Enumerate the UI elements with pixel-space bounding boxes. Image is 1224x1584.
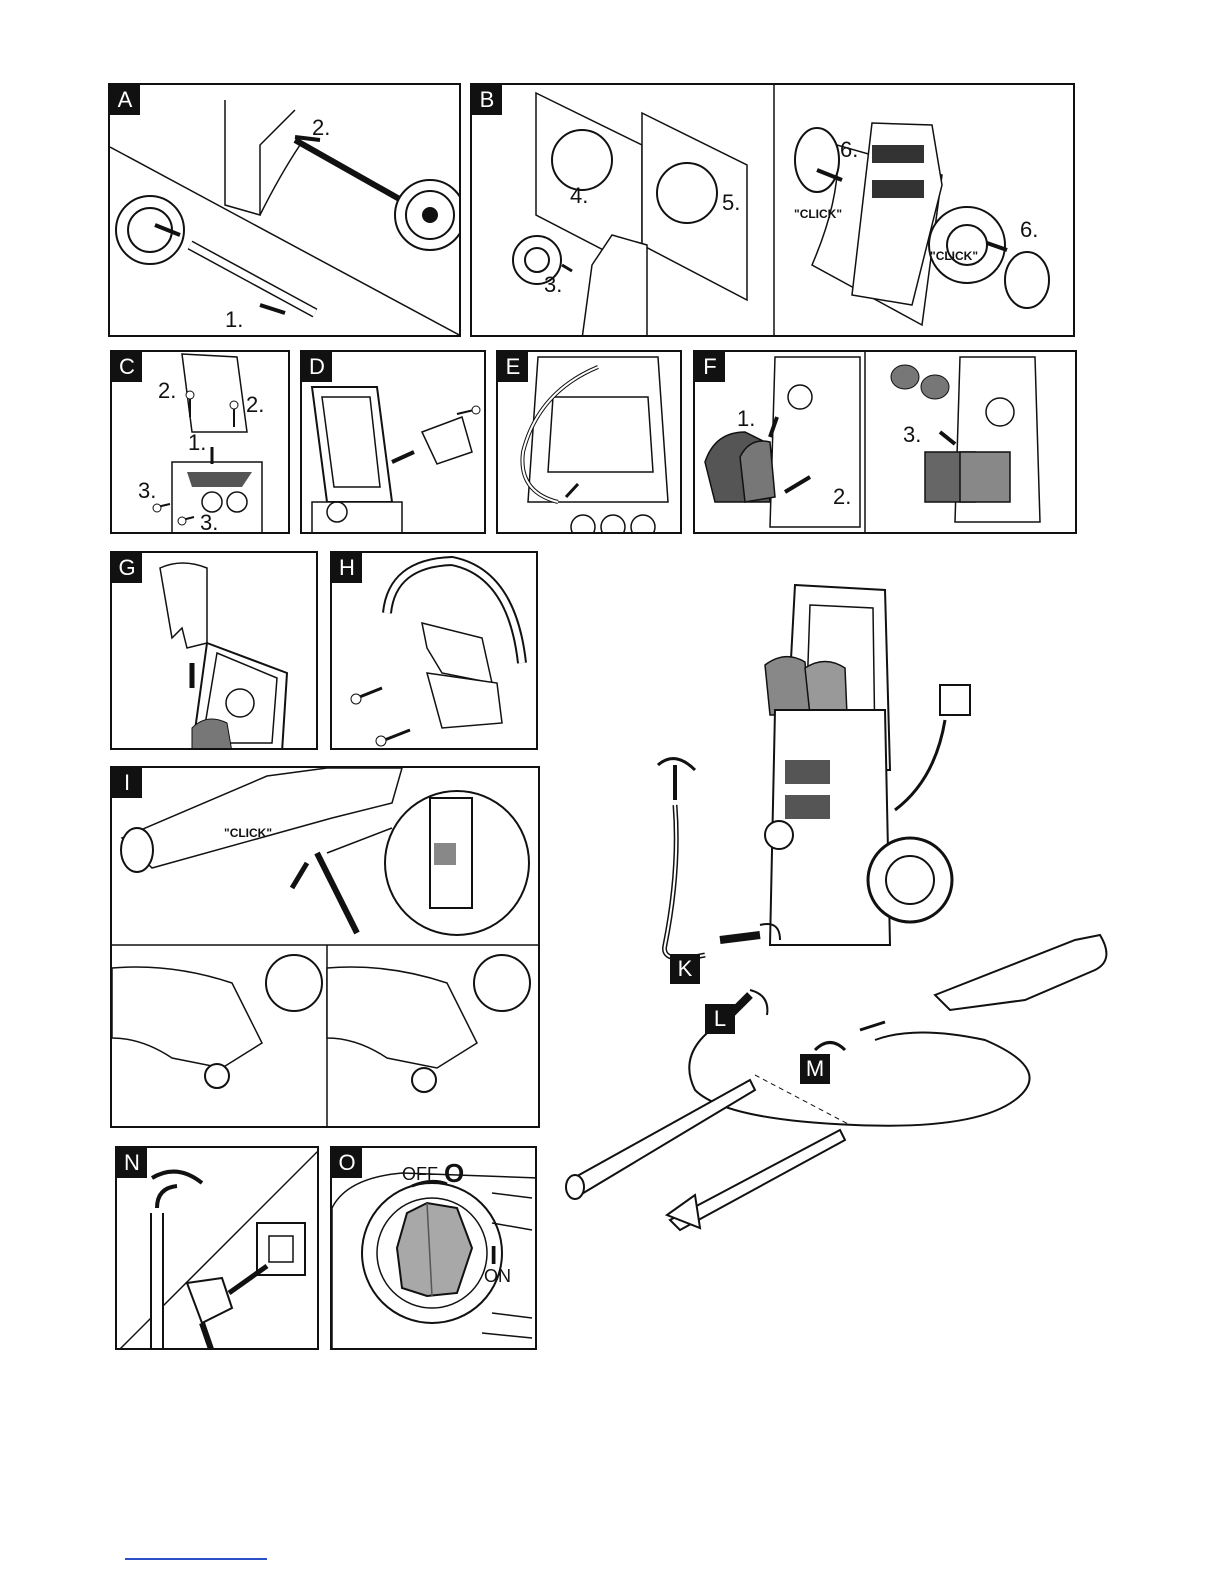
panel-b-illustration <box>472 85 1075 337</box>
panel-n: N <box>115 1146 319 1350</box>
panel-c-step-2a: 2. <box>158 378 176 404</box>
arrow-icon <box>750 990 767 1015</box>
arrow-icon <box>229 1266 267 1293</box>
panel-d-tag: D <box>302 352 332 382</box>
panel-c-tag: C <box>112 352 142 382</box>
panel-i-illustration <box>112 768 540 1128</box>
screw-icon <box>153 504 170 512</box>
lock-icon <box>474 955 530 1011</box>
arrow-icon <box>260 305 285 313</box>
on-label: ON <box>484 1266 511 1287</box>
panel-d: D <box>300 350 486 534</box>
panel-f: F 1. 2. 3. <box>693 350 1077 534</box>
panel-f-illustration <box>695 352 1077 534</box>
unlock-icon <box>266 955 322 1011</box>
panel-o: O OFF O I ON <box>330 1146 537 1350</box>
panel-h: H <box>330 551 538 750</box>
tap-icon <box>658 759 695 800</box>
arrow-icon <box>152 1172 202 1183</box>
panel-n-illustration <box>117 1148 319 1350</box>
overview-label-l: L <box>705 1004 735 1034</box>
panel-c-step-3b: 3. <box>200 510 218 534</box>
panel-h-illustration <box>332 553 538 750</box>
arrow-icon <box>815 1043 845 1051</box>
panel-g-tag: G <box>112 553 142 583</box>
arrow-icon <box>562 265 572 271</box>
overview-label-k: K <box>670 954 700 984</box>
panel-i-tag: I <box>112 768 142 798</box>
screw-icon <box>376 730 410 746</box>
screw-icon <box>457 406 480 414</box>
panel-b-step-3: 3. <box>544 272 562 298</box>
panel-f-step-1: 1. <box>737 406 755 432</box>
panel-b: B 3. 4. 5. 6. 6. "CLICK" "CLICK" <box>470 83 1075 337</box>
wheel-icon <box>868 838 952 922</box>
wheel-icon <box>395 180 461 250</box>
panel-o-tag: O <box>332 1148 362 1178</box>
panel-g-illustration <box>112 553 318 750</box>
arrow-icon <box>860 1022 885 1030</box>
panel-b-tag: B <box>472 85 502 115</box>
panel-e: E <box>496 350 682 534</box>
panel-f-tag: F <box>695 352 725 382</box>
panel-b-step-5: 5. <box>722 190 740 216</box>
panel-g: G <box>110 551 318 750</box>
arrow-icon <box>392 452 414 462</box>
panel-c: C 1. 2. 2. 3. 3. <box>110 350 290 534</box>
panel-b-step-4: 4. <box>570 183 588 209</box>
panel-b-step-6a: 6. <box>840 137 858 163</box>
panel-b-click-2: "CLICK" <box>930 249 978 263</box>
panel-f-step-2: 2. <box>833 484 851 510</box>
panel-c-step-1: 1. <box>188 430 206 456</box>
panel-n-tag: N <box>117 1148 147 1178</box>
plug-icon <box>187 1278 232 1350</box>
panel-c-step-2b: 2. <box>246 392 264 418</box>
panel-h-tag: H <box>332 553 362 583</box>
panel-a-tag: A <box>110 85 140 115</box>
panel-i: I "CLICK" <box>110 766 540 1128</box>
panel-b-click-1: "CLICK" <box>794 207 842 221</box>
footer-rule <box>125 1558 267 1560</box>
overview-illustration <box>555 570 1115 1270</box>
panel-b-step-6b: 6. <box>1020 217 1038 243</box>
screw-icon <box>351 688 382 704</box>
panel-c-step-3a: 3. <box>138 478 156 504</box>
panel-e-tag: E <box>498 352 528 382</box>
off-symbol: O <box>444 1158 464 1189</box>
off-label: OFF <box>402 1164 438 1185</box>
panel-a-illustration <box>110 85 461 337</box>
panel-a-step-2: 2. <box>312 115 330 141</box>
arrow-icon <box>292 863 307 888</box>
panel-i-click: "CLICK" <box>224 826 272 840</box>
overview-label-m: M <box>800 1054 830 1084</box>
panel-a: A 1. 2. <box>108 83 461 337</box>
panel-a-step-1: 1. <box>225 307 243 333</box>
wheel-icon <box>116 196 184 264</box>
tap-icon <box>157 1186 177 1350</box>
arrow-icon <box>940 432 955 444</box>
panel-f-step-3: 3. <box>903 422 921 448</box>
